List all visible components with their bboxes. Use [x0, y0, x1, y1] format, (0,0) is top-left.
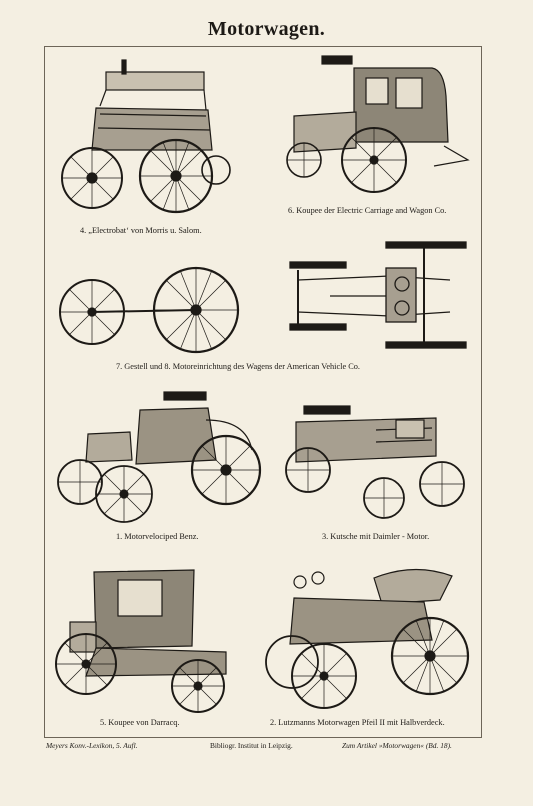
figure-gestell-chassis [58, 266, 240, 354]
lutzmann-illustration [265, 568, 470, 709]
motor-layout-illustration [289, 241, 467, 349]
figure-caption-gestell-motoreinrichtung: 7. Gestell und 8. Motoreinrichtung des W… [116, 362, 360, 371]
figure-daimler-kutsche [285, 400, 468, 524]
figure-electric-carriage-koupee [284, 55, 472, 201]
benz-illustration [57, 391, 262, 523]
footer-publisher: Bibliogr. Institut in Leipzig. [210, 741, 293, 750]
footer-source-left: Meyers Konv.-Lexikon, 5. Aufl. [46, 741, 138, 750]
figure-electrobat [56, 58, 236, 223]
figure-motoreinrichtung [289, 240, 470, 352]
darracq-illustration [55, 569, 227, 713]
figure-caption-lutzmann: 2. Lutzmanns Motorwagen Pfeil II mit Hal… [270, 718, 445, 727]
koupee-electric-illustration [286, 55, 470, 193]
chassis-illustration [59, 266, 240, 354]
plate-frame [44, 46, 482, 738]
footer-article-ref: Zum Artikel »Motorwagen« (Bd. 18). [342, 741, 452, 750]
daimler-illustration [285, 405, 465, 519]
figure-benz-velociped [56, 390, 262, 526]
plate-title: Motorwagen. [207, 18, 326, 40]
electrobat-illustration [61, 59, 231, 214]
figure-caption-electric-carriage: 6. Koupee der Electric Carriage and Wago… [288, 206, 447, 215]
figure-lutzmann-pfeil [264, 564, 470, 712]
figure-caption-benz: 1. Motorvelociped Benz. [116, 532, 199, 541]
figure-darracq-koupee [55, 566, 234, 716]
figure-caption-darracq: 5. Koupee von Darracq. [100, 718, 180, 727]
figure-caption-daimler: 3. Kutsche mit Daimler - Motor. [322, 532, 430, 541]
figure-caption-electrobat: 4. „Electrobat‘ von Morris u. Salom. [80, 226, 202, 235]
